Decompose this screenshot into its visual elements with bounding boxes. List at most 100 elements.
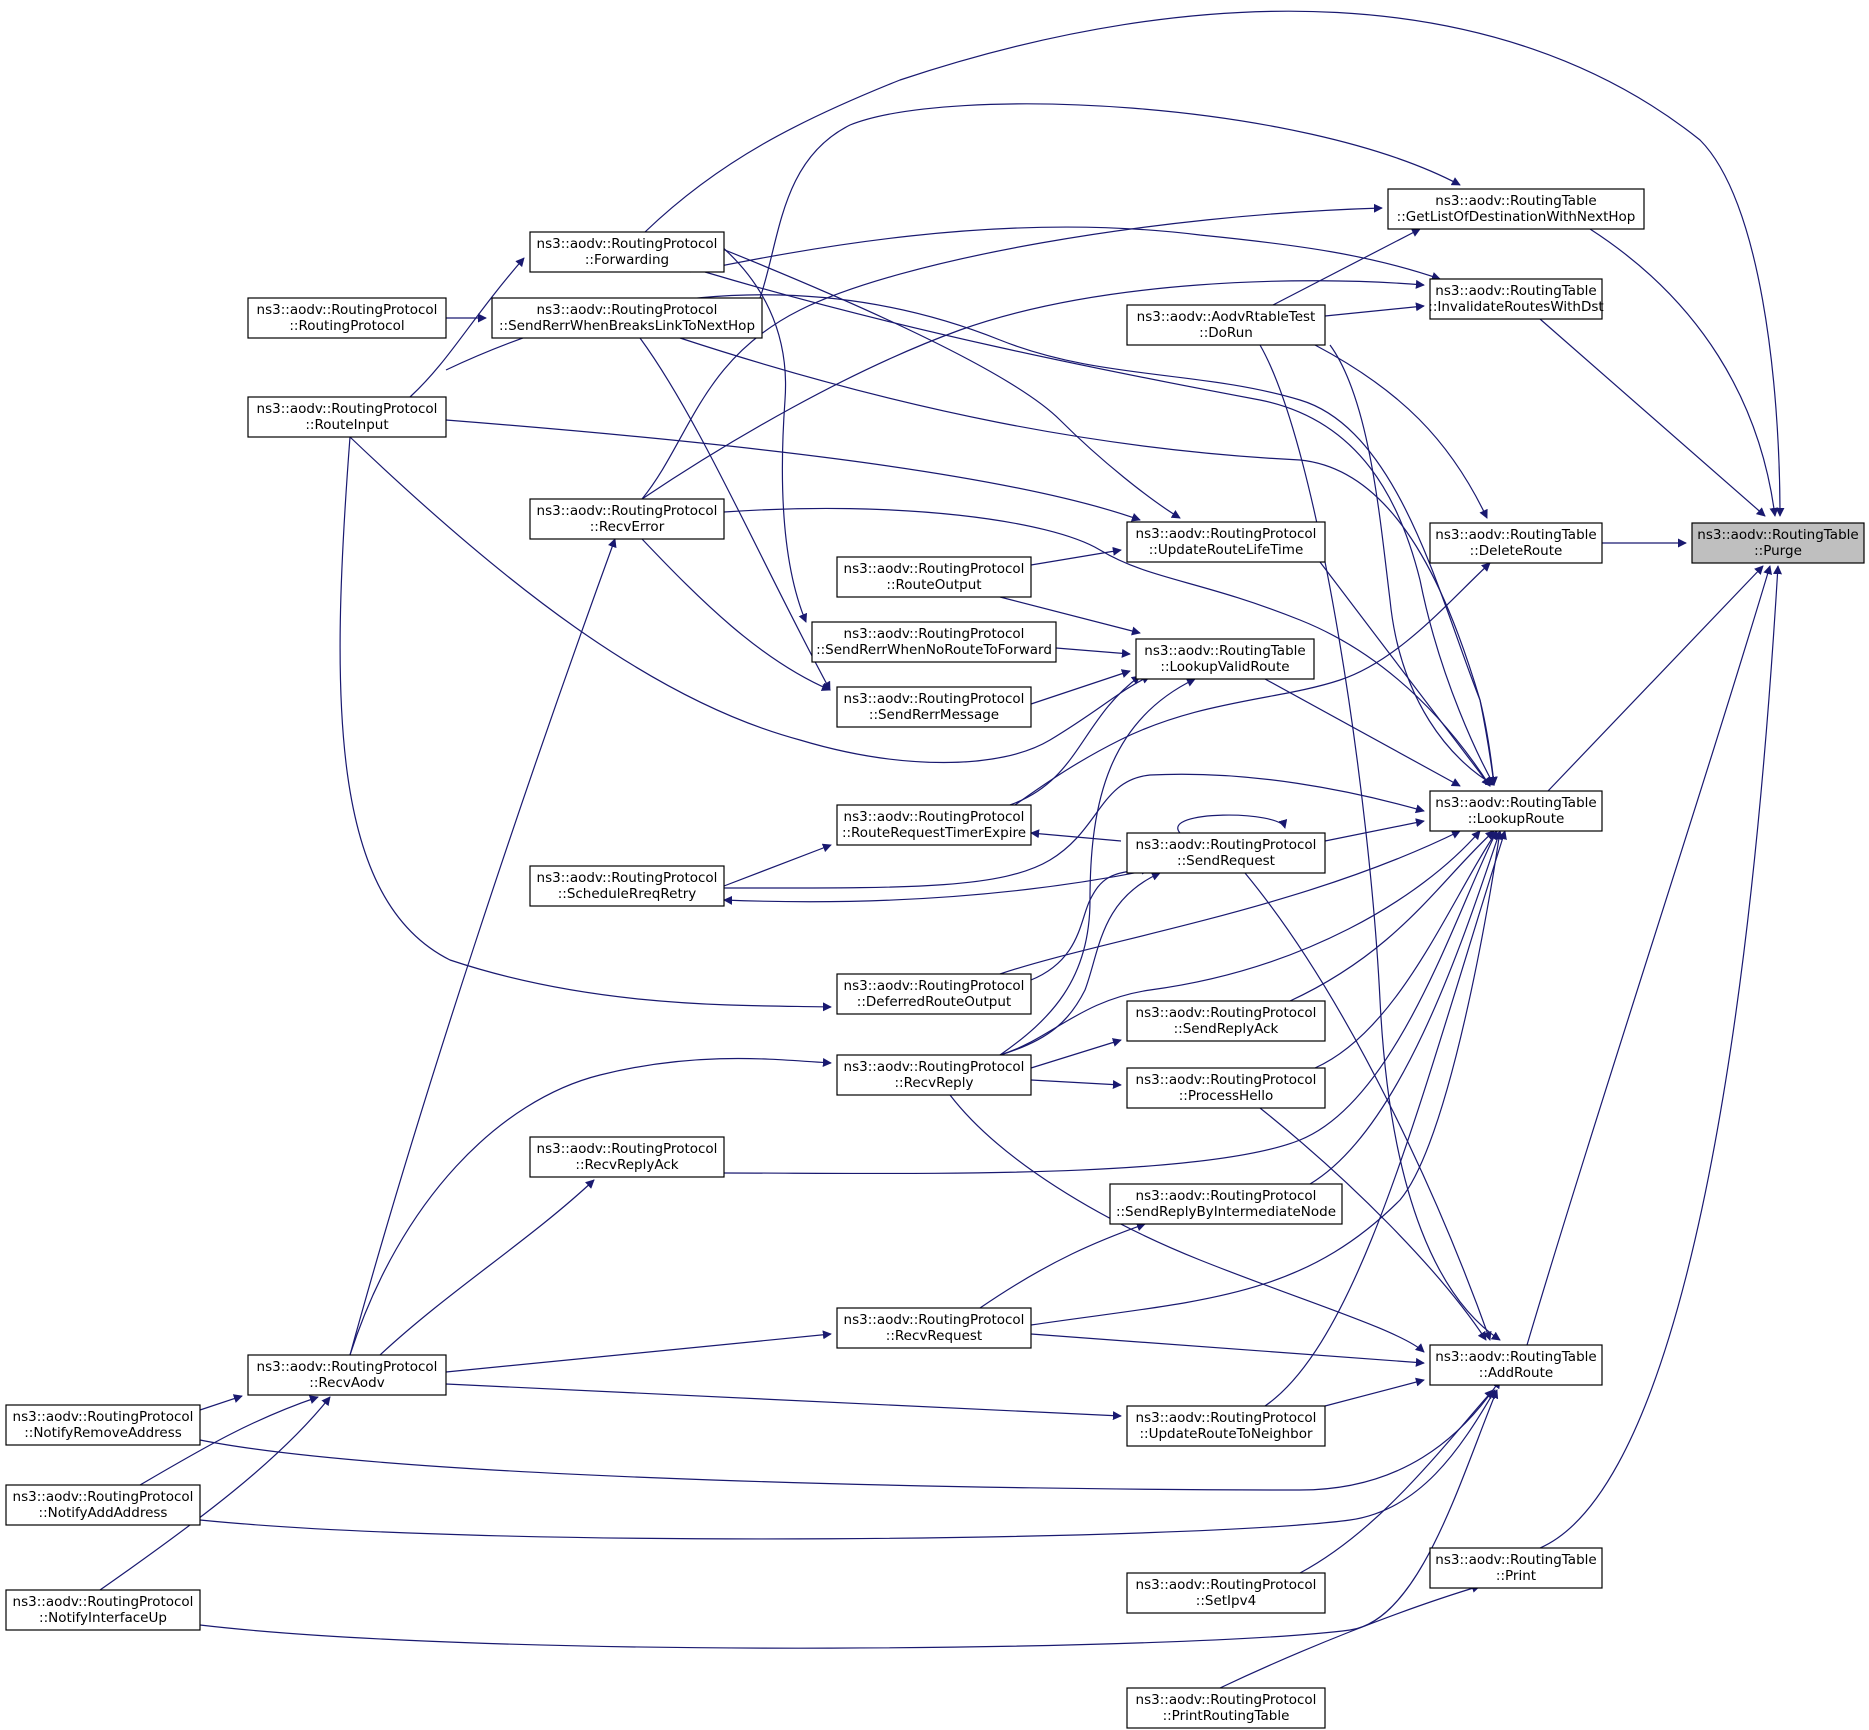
node-box — [1429, 278, 1603, 320]
node-box — [5, 1589, 201, 1631]
node-label-member: ::SendReplyByIntermediateNode — [1116, 1204, 1336, 1220]
edge-recvreply-to-addroute — [949, 1094, 1425, 1353]
edge-recverror-to-getlist — [641, 203, 1383, 500]
node-box — [1109, 1183, 1343, 1225]
edge-setipv4-to-addroute — [1299, 1389, 1494, 1574]
node-purge[interactable]: ns3::aodv::RoutingTable::Purge — [1691, 522, 1865, 564]
node-label-member: ::InvalidateRoutesWithDst — [1428, 299, 1603, 315]
edge-routeinput-to-updatelife — [445, 419, 1141, 522]
edge-recvaodv-to-recvrequest — [445, 1330, 832, 1373]
node-box — [1126, 1067, 1326, 1109]
node-label-scope: ns3::aodv::RoutingProtocol — [257, 302, 438, 318]
node-recvreply[interactable]: ns3::aodv::RoutingProtocol::RecvReply — [836, 1054, 1032, 1096]
edge-updateneighbor-to-addroute — [1324, 1377, 1425, 1407]
node-label-scope: ns3::aodv::RoutingProtocol — [537, 1141, 718, 1157]
node-getlist[interactable]: ns3::aodv::RoutingTable::GetListOfDestin… — [1387, 188, 1645, 230]
node-addroute[interactable]: ns3::aodv::RoutingTable::AddRoute — [1429, 1344, 1603, 1386]
node-lookuproute[interactable]: ns3::aodv::RoutingTable::LookupRoute — [1429, 790, 1603, 832]
node-sendrerrmsg[interactable]: ns3::aodv::RoutingProtocol::SendRerrMess… — [836, 686, 1032, 728]
node-forwarding[interactable]: ns3::aodv::RoutingProtocol::Forwarding — [529, 231, 725, 273]
node-label-scope: ns3::aodv::RoutingTable — [1435, 527, 1596, 543]
node-print[interactable]: ns3::aodv::RoutingTable::Print — [1429, 1547, 1603, 1589]
edge-processhello-to-lookuproute — [1314, 830, 1498, 1069]
edge-sendrerrbreak-to-sendrerrmsg — [639, 337, 831, 691]
node-label-scope: ns3::aodv::RoutingProtocol — [13, 1594, 194, 1610]
node-recvaodv[interactable]: ns3::aodv::RoutingProtocol::RecvAodv — [247, 1354, 447, 1396]
node-label-scope: ns3::aodv::RoutingProtocol — [1136, 837, 1317, 853]
node-deferred[interactable]: ns3::aodv::RoutingProtocol::DeferredRout… — [836, 973, 1032, 1015]
edge-schedulerreq-to-sendrequest — [723, 869, 1151, 905]
edge-recvaodv-to-recvreplyack — [379, 1179, 595, 1356]
node-box — [529, 231, 725, 273]
node-box — [5, 1484, 201, 1526]
edge-recvreplyack-to-lookuproute — [723, 830, 1498, 1175]
edge-sendrerrbreak-to-lookuproute — [679, 337, 1498, 786]
node-label-scope: ns3::aodv::RoutingProtocol — [1136, 1188, 1317, 1204]
node-layer: ns3::aodv::RoutingTable::Purgens3::aodv:… — [5, 188, 1865, 1729]
node-updatelife[interactable]: ns3::aodv::RoutingProtocol::UpdateRouteL… — [1126, 521, 1326, 563]
node-box — [529, 865, 725, 907]
edge-dorun-to-deleteroute — [1314, 344, 1488, 519]
node-notifyadd[interactable]: ns3::aodv::RoutingProtocol::NotifyAddAdd… — [5, 1484, 201, 1526]
node-deleteroute[interactable]: ns3::aodv::RoutingTable::DeleteRoute — [1429, 522, 1603, 564]
node-recverror[interactable]: ns3::aodv::RoutingProtocol::RecvError — [529, 498, 725, 540]
node-setipv4[interactable]: ns3::aodv::RoutingProtocol::SetIpv4 — [1126, 1572, 1326, 1614]
node-box — [836, 973, 1032, 1015]
edge-recvaodv-to-updateneighbor — [445, 1383, 1122, 1421]
node-dorun[interactable]: ns3::aodv::AodvRtableTest::DoRun — [1126, 304, 1326, 346]
edge-routeinput-to-lookupvalid — [349, 436, 1151, 764]
node-lookupvalid[interactable]: ns3::aodv::RoutingTable::LookupValidRout… — [1135, 638, 1315, 680]
edge-schedulerreq-to-rreqtimer — [723, 843, 832, 887]
edge-updateneighbor-to-lookuproute — [1264, 830, 1507, 1407]
node-box — [1135, 638, 1315, 680]
node-recvreplyack[interactable]: ns3::aodv::RoutingProtocol::RecvReplyAck — [529, 1136, 725, 1178]
node-sendreplyack[interactable]: ns3::aodv::RoutingProtocol::SendReplyAck — [1126, 1000, 1326, 1042]
node-label-scope: ns3::aodv::RoutingProtocol — [1136, 1410, 1317, 1426]
edge-sendrequest-to-sendrequest — [1177, 814, 1288, 834]
edge-notifyup-to-addroute — [199, 1389, 1499, 1649]
node-box — [1126, 1405, 1326, 1447]
node-box — [836, 804, 1032, 846]
node-notifyup[interactable]: ns3::aodv::RoutingProtocol::NotifyInterf… — [5, 1589, 201, 1631]
node-notifyremove[interactable]: ns3::aodv::RoutingProtocol::NotifyRemove… — [5, 1404, 201, 1446]
node-printrt[interactable]: ns3::aodv::RoutingProtocol::PrintRouting… — [1126, 1687, 1326, 1729]
node-sendrequest[interactable]: ns3::aodv::RoutingProtocol::SendRequest — [1126, 832, 1326, 874]
node-sendrerrbreak[interactable]: ns3::aodv::RoutingProtocol::SendRerrWhen… — [491, 297, 763, 339]
node-label-member: ::NotifyRemoveAddress — [24, 1425, 182, 1441]
edge-routeoutput-to-updatelife — [1030, 546, 1122, 566]
node-processhello[interactable]: ns3::aodv::RoutingProtocol::ProcessHello — [1126, 1067, 1326, 1109]
node-box — [1429, 790, 1603, 832]
node-schedulerreq[interactable]: ns3::aodv::RoutingProtocol::ScheduleRreq… — [529, 865, 725, 907]
node-label-scope: ns3::aodv::RoutingProtocol — [844, 978, 1025, 994]
node-routeinput[interactable]: ns3::aodv::RoutingProtocol::RouteInput — [247, 396, 447, 438]
node-label-scope: ns3::aodv::RoutingProtocol — [1136, 1577, 1317, 1593]
node-box — [1429, 522, 1603, 564]
node-label-scope: ns3::aodv::AodvRtableTest — [1137, 309, 1316, 325]
node-routingprotocol[interactable]: ns3::aodv::RoutingProtocol::RoutingProto… — [247, 297, 447, 339]
node-sendreplyinter[interactable]: ns3::aodv::RoutingProtocol::SendReplyByI… — [1109, 1183, 1343, 1225]
node-updateneighbor[interactable]: ns3::aodv::RoutingProtocol::UpdateRouteT… — [1126, 1405, 1326, 1447]
node-label-scope: ns3::aodv::RoutingProtocol — [537, 236, 718, 252]
node-label-member: ::DoRun — [1199, 325, 1253, 341]
node-label-scope: ns3::aodv::RoutingProtocol — [844, 809, 1025, 825]
edge-sendreplyinter-to-lookuproute — [1309, 830, 1502, 1185]
edge-invalidate-to-purge — [1539, 318, 1766, 517]
node-label-member: ::RouteInput — [305, 417, 388, 433]
edge-sendrequest-to-rreqtimer — [1030, 829, 1122, 842]
node-recvrequest[interactable]: ns3::aodv::RoutingProtocol::RecvRequest — [836, 1307, 1032, 1349]
edge-notifyadd-to-recvaodv — [139, 1395, 319, 1486]
node-rreqtimer[interactable]: ns3::aodv::RoutingProtocol::RouteRequest… — [836, 804, 1032, 846]
node-sendrerrnoroute[interactable]: ns3::aodv::RoutingProtocol::SendRerrWhen… — [811, 621, 1057, 663]
edge-recvreply-to-sendreplyack — [1030, 1038, 1122, 1069]
node-routeoutput[interactable]: ns3::aodv::RoutingProtocol::RouteOutput — [836, 556, 1032, 598]
node-label-member: ::PrintRoutingTable — [1163, 1708, 1290, 1724]
edge-sendrerrmsg-to-lookupvalid — [1030, 669, 1131, 705]
edge-lookupvalid-to-lookuproute — [1264, 678, 1461, 787]
node-box — [836, 556, 1032, 598]
edge-recvrequest-to-lookuproute — [1030, 830, 1504, 1326]
node-label-member: ::RecvReplyAck — [575, 1157, 678, 1173]
edge-updatelife-to-lookuproute — [1319, 561, 1491, 787]
node-invalidate[interactable]: ns3::aodv::RoutingTable::InvalidateRoute… — [1428, 278, 1604, 320]
node-box — [1126, 1572, 1326, 1614]
